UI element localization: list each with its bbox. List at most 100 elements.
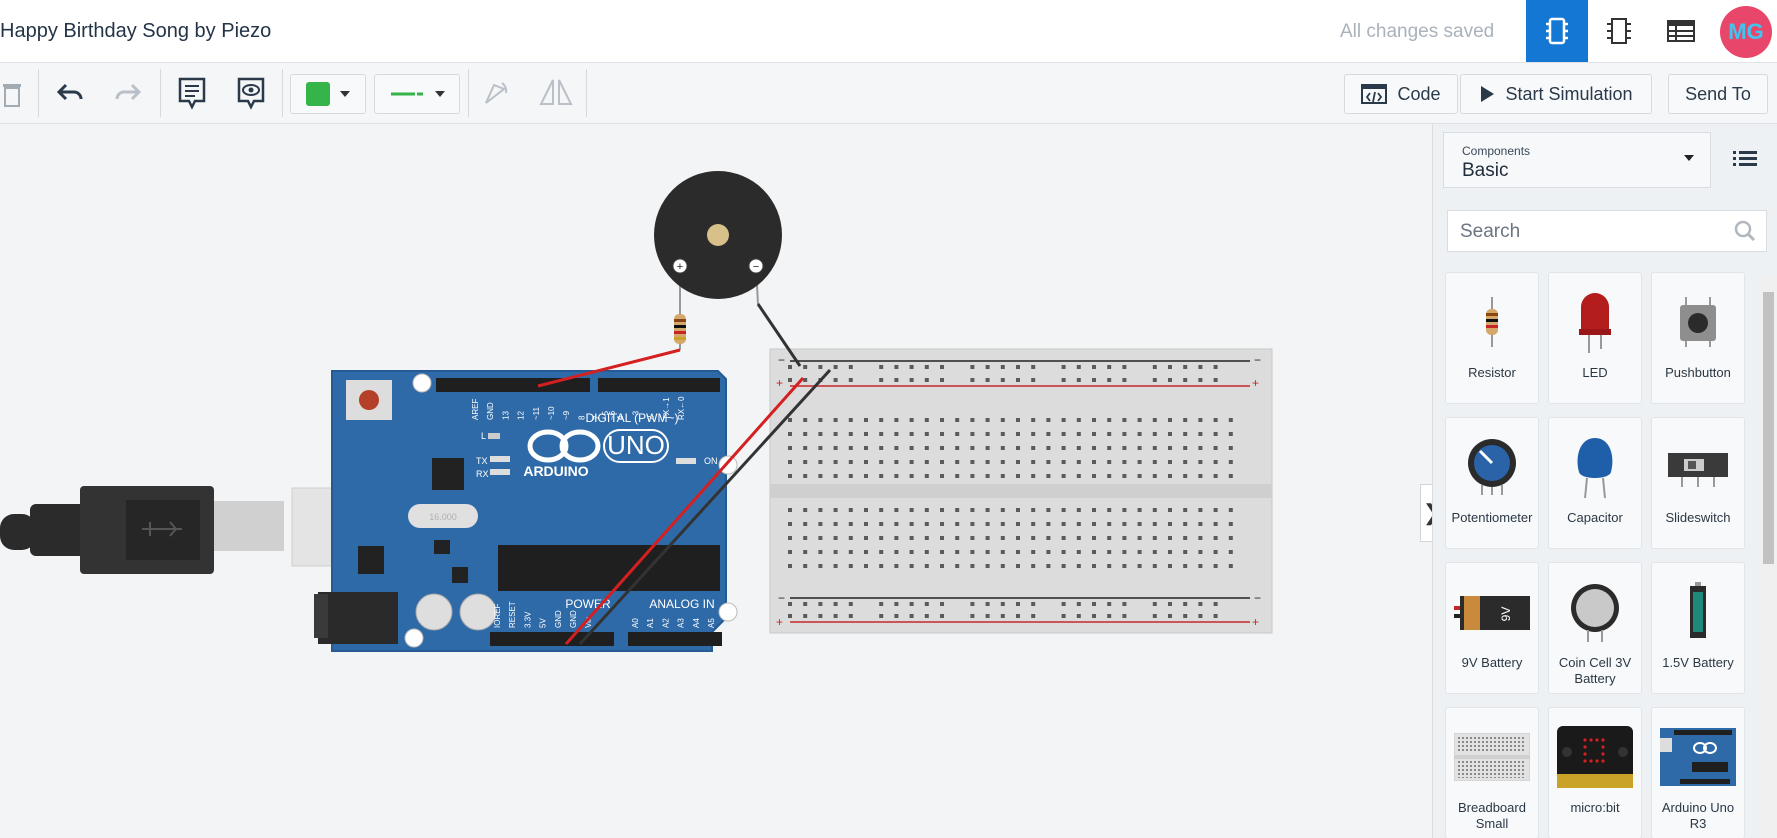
digital-pin-label: RX←0	[677, 396, 686, 420]
toggle-notes-button[interactable]	[231, 63, 271, 123]
component-list-view-button[interactable]	[1650, 0, 1712, 62]
start-simulation-button[interactable]: Start Simulation	[1460, 74, 1652, 114]
color-picker[interactable]	[290, 74, 366, 114]
svg-text:−: −	[778, 353, 785, 367]
component-card-capacitor[interactable]: Capacitor	[1548, 417, 1642, 549]
schematic-view-icon	[1607, 18, 1631, 44]
power-pin-label: Vin	[584, 617, 593, 628]
send-to-button[interactable]: Send To	[1668, 74, 1768, 114]
analog-pin-label: A5	[707, 618, 716, 628]
component-card-coin-cell[interactable]: Coin Cell 3V Battery	[1548, 562, 1642, 694]
scrollbar-thumb[interactable]	[1763, 292, 1774, 564]
component-card-arduino-uno[interactable]: Arduino Uno R3	[1651, 707, 1745, 838]
trash-icon	[3, 84, 21, 107]
slideswitch-icon	[1668, 453, 1728, 487]
resistor-component[interactable]	[674, 308, 686, 350]
component-label: Slideswitch	[1665, 510, 1731, 525]
svg-text:−: −	[778, 591, 785, 605]
component-card-pushbutton[interactable]: Pushbutton	[1651, 272, 1745, 404]
digital-pin-label: ~6	[608, 410, 617, 420]
potentiometer-icon	[1468, 439, 1516, 495]
color-swatch	[306, 82, 330, 106]
arduino-model-label: UNO	[607, 430, 665, 460]
code-button[interactable]: Code	[1344, 74, 1458, 114]
wire-type-picker[interactable]	[374, 74, 460, 114]
rotate-button[interactable]	[478, 63, 514, 123]
digital-pin-label: ~5	[601, 410, 610, 420]
notes-icon	[178, 77, 206, 110]
svg-text:−: −	[1254, 353, 1261, 367]
breadboard[interactable]: − + − + − + − +	[769, 348, 1273, 634]
list-view-button[interactable]	[1733, 150, 1757, 168]
components-dropdown[interactable]: Components Basic	[1443, 132, 1711, 188]
redo-button[interactable]	[108, 63, 148, 123]
digital-pin-label: 4	[616, 415, 625, 420]
components-dropdown-value: Basic	[1462, 160, 1509, 181]
circuit-view-button[interactable]	[1526, 0, 1588, 62]
table-icon	[1667, 20, 1695, 42]
component-label: 9V Battery	[1461, 655, 1523, 670]
component-label: Resistor	[1468, 365, 1516, 380]
digital-pin-label: ~3	[631, 410, 640, 420]
analog-pin-label: A2	[661, 618, 670, 628]
component-card-resistor[interactable]: Resistor	[1445, 272, 1539, 404]
schematic-view-button[interactable]	[1588, 0, 1650, 62]
component-card-breadboard-small[interactable]: Breadboard Small	[1445, 707, 1539, 838]
digital-header-label: DIGITAL (PWM~)	[586, 411, 679, 425]
component-card-led[interactable]: LED	[1548, 272, 1642, 404]
rotate-icon	[485, 82, 508, 104]
svg-text:+: +	[1252, 615, 1259, 629]
power-pin-label: GND	[569, 610, 578, 628]
tx-led-label: TX	[476, 456, 488, 466]
power-pin-label: 5V	[539, 618, 548, 628]
component-label: Capacitor	[1567, 510, 1623, 525]
digital-pin-label: ~9	[562, 410, 571, 420]
wire-style-icon	[391, 92, 423, 96]
flip-button[interactable]	[536, 63, 576, 123]
breadboard-icon	[1454, 733, 1530, 781]
piezo-buzzer[interactable]: + −	[654, 171, 782, 308]
battery-9v-icon: 9V	[1454, 596, 1530, 630]
component-card-9v-battery[interactable]: 9V 9V Battery	[1445, 562, 1539, 694]
circuit-canvas[interactable]: UNO ARDUINO DIGITAL (PWM~) POWER ANALOG …	[0, 124, 1432, 838]
search-icon[interactable]	[1734, 220, 1756, 242]
components-dropdown-label: Components	[1462, 144, 1531, 158]
led-icon	[1579, 293, 1611, 353]
digital-pin-label: TX→1	[662, 397, 671, 420]
arduino-uno-board[interactable]: UNO ARDUINO DIGITAL (PWM~) POWER ANALOG …	[314, 370, 738, 652]
component-label: Coin Cell 3V Battery	[1558, 655, 1632, 686]
component-card-potentiometer[interactable]: Potentiometer	[1445, 417, 1539, 549]
wires[interactable]	[537, 303, 832, 646]
power-pin-label: GND	[554, 610, 563, 628]
analog-pin-label: A1	[646, 618, 655, 628]
svg-text:+: +	[1252, 376, 1259, 390]
undo-button[interactable]	[50, 63, 90, 123]
analog-pin-label: A3	[677, 618, 686, 628]
component-card-microbit[interactable]: micro:bit	[1548, 707, 1642, 838]
redo-icon	[115, 83, 142, 101]
project-title[interactable]: Happy Birthday Song by Piezo	[0, 20, 272, 42]
notes-button[interactable]	[172, 63, 212, 123]
user-avatar[interactable]: MG	[1720, 6, 1772, 58]
panel-scrollbar[interactable]	[1760, 276, 1777, 838]
save-status: All changes saved	[1340, 21, 1495, 42]
digital-pin-label: 12	[517, 411, 526, 420]
arduino-brand-label: ARDUINO	[523, 463, 588, 479]
power-pin-label: RESET	[508, 601, 517, 628]
search-input[interactable]	[1458, 219, 1712, 245]
list-icon	[1733, 151, 1757, 166]
pushbutton-icon	[1680, 297, 1716, 347]
delete-button[interactable]	[0, 63, 24, 123]
play-icon	[1481, 86, 1495, 102]
circuit-drawing: UNO ARDUINO DIGITAL (PWM~) POWER ANALOG …	[0, 171, 1273, 652]
digital-pin-label: 7	[593, 415, 602, 420]
chevron-down-icon	[435, 91, 445, 97]
svg-text:+: +	[776, 376, 783, 390]
code-label: Code	[1397, 83, 1441, 104]
digital-pin-label: 13	[501, 411, 510, 420]
svg-text:−: −	[1254, 591, 1261, 605]
component-card-slideswitch[interactable]: Slideswitch	[1651, 417, 1745, 549]
analog-pin-label: A0	[631, 618, 640, 628]
component-card-1-5v-battery[interactable]: 1.5V Battery	[1651, 562, 1745, 694]
